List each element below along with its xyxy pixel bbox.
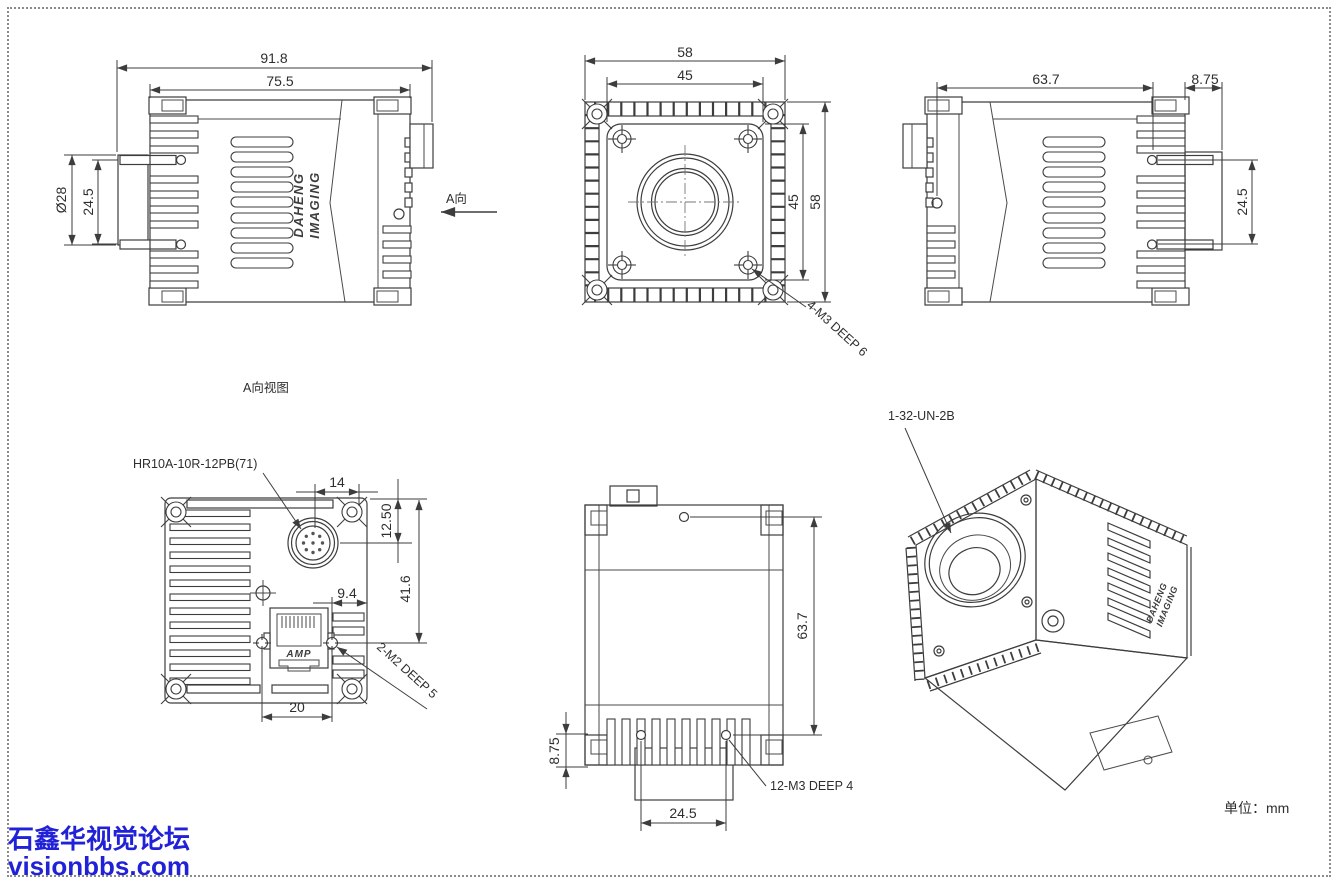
dim-mount-height-label: 45 bbox=[785, 194, 801, 210]
dim-front-width-label: 58 bbox=[677, 44, 693, 60]
dim-flange-depth-label: 8.75 bbox=[1191, 71, 1218, 87]
watermark-forum-name: 石鑫华视觉论坛 bbox=[8, 823, 191, 854]
dim-screw-spacing-label: 20 bbox=[289, 699, 305, 715]
dim-fin-depth-label: 8.75 bbox=[546, 737, 562, 764]
front-edge-details bbox=[902, 123, 956, 279]
dim-boss-spacing-label: 24.5 bbox=[80, 188, 96, 215]
dim-hole-spacing-label: 24.5 bbox=[669, 805, 696, 821]
iso-lens-opening bbox=[924, 512, 1026, 608]
top-thread-note-label: 12-M3 DEEP 4 bbox=[770, 779, 853, 793]
dim-body-depth-label: 63.7 bbox=[1032, 71, 1059, 87]
dim-body-length-label: 75.5 bbox=[266, 73, 293, 89]
rear-view: AMP HR10A-10R-12PB(71) 14 12.50 bbox=[133, 457, 440, 722]
mount-tabs bbox=[148, 96, 412, 306]
front-thread-note-label: 4-M3 DEEP 6 bbox=[804, 298, 870, 359]
dim-connector-height-label: 41.6 bbox=[397, 575, 413, 602]
dim-connector-height: 41.6 bbox=[338, 500, 427, 644]
dim-jack-edge-offset: 9.4 bbox=[313, 585, 367, 636]
connector-model-label: HR10A-10R-12PB(71) bbox=[133, 457, 257, 471]
iso-side-face bbox=[1035, 478, 1188, 659]
dim-connector-offset-y: 12.50 bbox=[340, 479, 427, 563]
left-side-view: DAHENG IMAGING 91.8 75.5 Ø28 24.5 bbox=[53, 50, 497, 395]
dim-overall-length: 91.8 bbox=[116, 50, 433, 152]
iso-side-vents bbox=[1107, 522, 1151, 639]
rear-connector-tab-right bbox=[902, 123, 928, 169]
top-thread-note: 12-M3 DEEP 4 bbox=[728, 739, 853, 793]
watermark: 石鑫华视觉论坛 visionbbs.com bbox=[8, 823, 191, 881]
dim-boss-spacing: 24.5 bbox=[80, 159, 118, 245]
dim-mount-width-label: 45 bbox=[677, 67, 693, 83]
iso-bottom-face bbox=[923, 639, 1189, 791]
dim-hole-spacing: 24.5 bbox=[640, 741, 727, 831]
dim-connector-offset-x: 14 bbox=[296, 474, 378, 528]
heatsink-fins-right bbox=[1136, 115, 1186, 289]
view-direction-marker: A向 bbox=[441, 191, 497, 218]
dim-mount-height: 45 bbox=[765, 123, 809, 281]
rear-body-outline bbox=[164, 497, 368, 704]
dim-boss-spacing-right: 24.5 bbox=[1158, 159, 1258, 245]
watermark-site-url: visionbbs.com bbox=[8, 850, 191, 881]
unit-note-label: 单位：mm bbox=[1224, 800, 1289, 816]
dim-mount-width: 45 bbox=[606, 67, 764, 122]
dim-body-depth: 63.7 bbox=[936, 71, 1154, 196]
dim-front-height-label: 58 bbox=[807, 194, 823, 210]
lens-barrel bbox=[117, 154, 149, 246]
top-view: 63.7 8.75 24.5 12-M3 DEEP 4 bbox=[546, 485, 853, 831]
rear-heatsink-fins bbox=[169, 509, 365, 686]
vent-slots bbox=[230, 136, 294, 269]
dim-body-length: 75.5 bbox=[149, 73, 411, 98]
rear-edge-details bbox=[382, 123, 434, 279]
heatsink-fins-left bbox=[149, 115, 199, 289]
dim-screw-spacing: 20 bbox=[261, 650, 333, 722]
front-body-outline bbox=[584, 101, 786, 303]
right-side-view: 63.7 8.75 24.5 bbox=[902, 71, 1258, 306]
isometric-view: DAHENG IMAGING 1-32-UN-2B 单位：mm bbox=[888, 409, 1289, 816]
front-view: 58 45 45 58 4-M3 DEEP 6 bbox=[581, 44, 870, 359]
dim-lens-diameter-label: Ø28 bbox=[53, 187, 69, 214]
view-direction-label: A向 bbox=[446, 191, 467, 206]
dim-overall-length-label: 91.8 bbox=[260, 50, 287, 66]
top-connector-tab bbox=[609, 485, 658, 507]
dim-lens-diameter: Ø28 bbox=[53, 154, 116, 246]
mount-tabs-right bbox=[924, 96, 1190, 306]
dim-connector-offset-y-label: 12.50 bbox=[378, 503, 394, 538]
logo-line1: DAHENG bbox=[291, 172, 306, 237]
iso-label-plate bbox=[1089, 715, 1173, 771]
dim-fin-depth: 8.75 bbox=[546, 712, 588, 789]
iso-thread-note-label: 1-32-UN-2B bbox=[888, 409, 955, 423]
dim-flange-depth: 8.75 bbox=[1184, 71, 1223, 150]
vent-slots-right bbox=[1042, 136, 1106, 269]
dim-connector-offset-x-label: 14 bbox=[329, 474, 345, 490]
hirose-connector bbox=[287, 517, 339, 569]
lens-mount bbox=[628, 145, 742, 259]
rj45-jack: AMP bbox=[263, 607, 335, 672]
view-a-title: A向视图 bbox=[243, 380, 289, 395]
top-corner-tabs bbox=[584, 504, 784, 766]
rear-thread-note-label: 2-M2 DEEP 5 bbox=[374, 640, 440, 701]
front-plate bbox=[606, 123, 764, 281]
rear-connector-tab bbox=[409, 123, 434, 169]
iso-front-screws bbox=[933, 494, 1033, 657]
dim-front-height: 58 bbox=[787, 101, 831, 303]
dim-top-depth-label: 63.7 bbox=[794, 612, 810, 639]
logo-line2: IMAGING bbox=[307, 171, 322, 239]
dim-front-width: 58 bbox=[584, 44, 786, 100]
dim-top-depth: 63.7 bbox=[690, 516, 822, 736]
dim-jack-edge-offset-label: 9.4 bbox=[337, 585, 357, 601]
iso-heatsink-teeth bbox=[905, 469, 1192, 692]
lens-barrel-right bbox=[1184, 151, 1223, 251]
iso-thread-callout: 1-32-UN-2B bbox=[888, 409, 955, 534]
iso-lock-knob bbox=[1041, 609, 1065, 633]
connector-callout: HR10A-10R-12PB(71) bbox=[133, 457, 302, 530]
rj45-brand-label: AMP bbox=[285, 649, 311, 660]
center-crosshair bbox=[250, 580, 276, 606]
dim-boss-spacing-right-label: 24.5 bbox=[1234, 188, 1250, 215]
